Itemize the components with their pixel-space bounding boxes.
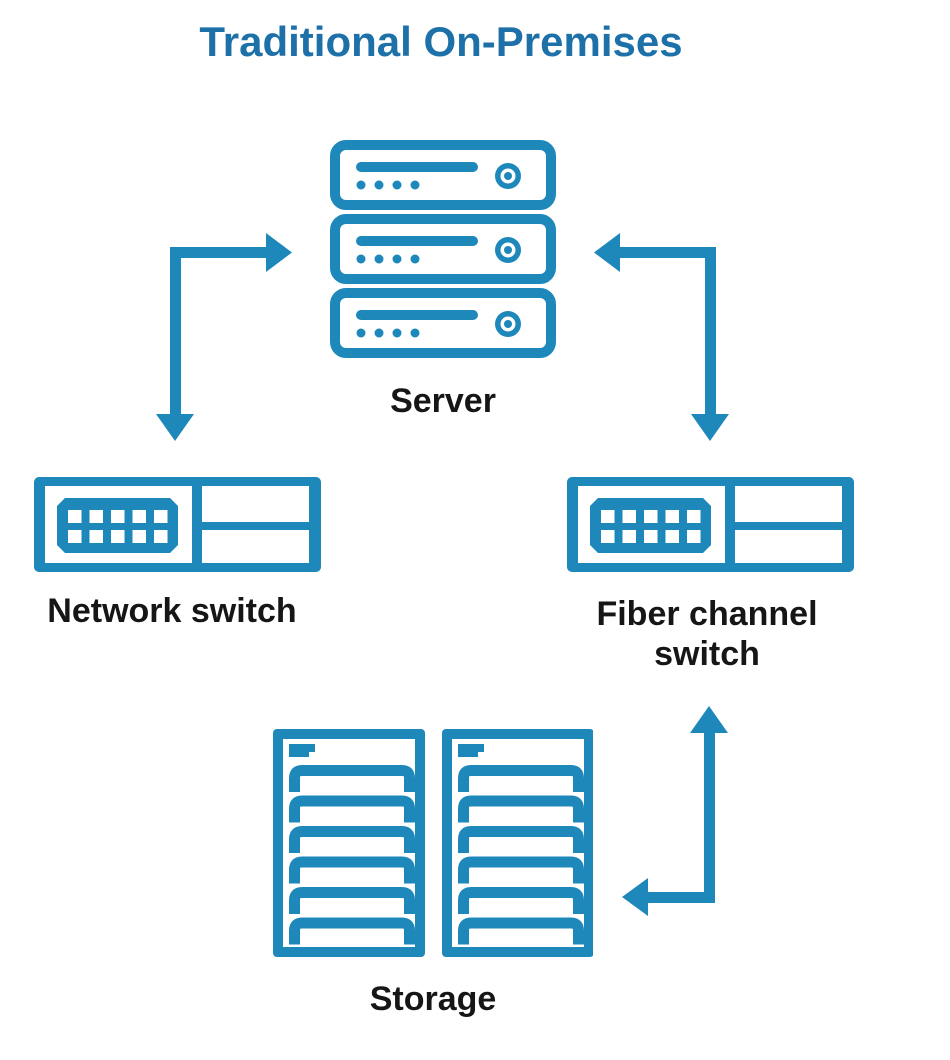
network-switch-label: Network switch [47,592,297,630]
network-switch-icon [34,477,321,572]
arrow-fiber-switch-server [594,233,729,441]
storage-label: Storage [369,980,497,1018]
fiber-channel-switch-label: Fiber channel switch [557,594,857,674]
storage-rack-icon [273,729,593,957]
server-label: Server [390,382,496,420]
diagram-title: Traditional On-Premises [199,18,683,65]
fiber-channel-switch-icon [567,477,854,572]
fiber-channel-switch-label-line1: Fiber channel [596,595,818,633]
arrow-storage-fiber-switch [622,706,728,916]
server-rack-icon [330,140,556,359]
arrow-network-switch-server [156,233,292,441]
fiber-channel-switch-label-line2: switch [654,635,760,673]
